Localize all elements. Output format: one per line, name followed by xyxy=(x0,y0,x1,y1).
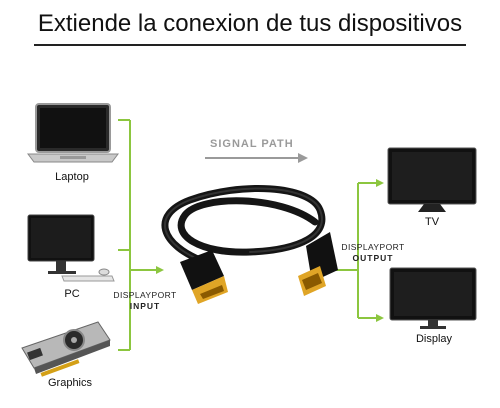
tv-label: TV xyxy=(424,216,440,228)
tv-icon xyxy=(387,147,477,212)
laptop-icon xyxy=(27,103,119,163)
graphics-card-icon xyxy=(21,321,111,377)
displayport-input-label: DISPLAYPORT INPUT xyxy=(110,290,180,312)
title-underline xyxy=(34,44,466,46)
output-arrowhead-tv xyxy=(376,179,384,187)
display-monitor-icon xyxy=(389,267,477,329)
displayport-output-label: DISPLAYPORT OUTPUT xyxy=(336,242,410,264)
output-port-line2: OUTPUT xyxy=(352,253,394,263)
output-arrowhead-display xyxy=(376,314,384,322)
input-connector-lines xyxy=(118,119,158,351)
displayport-cable-icon xyxy=(161,185,326,266)
output-port-line1: DISPLAYPORT xyxy=(341,242,405,252)
signal-path-label: SIGNAL PATH xyxy=(210,138,294,150)
laptop-label: Laptop xyxy=(55,171,89,183)
page-title: Extiende la conexion de tus dispositivos xyxy=(37,10,463,37)
output-connector-lines xyxy=(334,182,378,319)
input-port-line2: INPUT xyxy=(129,301,161,311)
left-displayport-plug xyxy=(180,250,228,304)
signal-path-arrow xyxy=(205,153,308,163)
graphics-label: Graphics xyxy=(47,377,93,389)
right-displayport-plug xyxy=(298,232,338,296)
display-label: Display xyxy=(415,333,453,345)
input-arrowhead xyxy=(156,266,164,274)
input-port-line1: DISPLAYPORT xyxy=(113,290,177,300)
pc-icon xyxy=(27,214,115,282)
pc-label: PC xyxy=(64,288,80,300)
